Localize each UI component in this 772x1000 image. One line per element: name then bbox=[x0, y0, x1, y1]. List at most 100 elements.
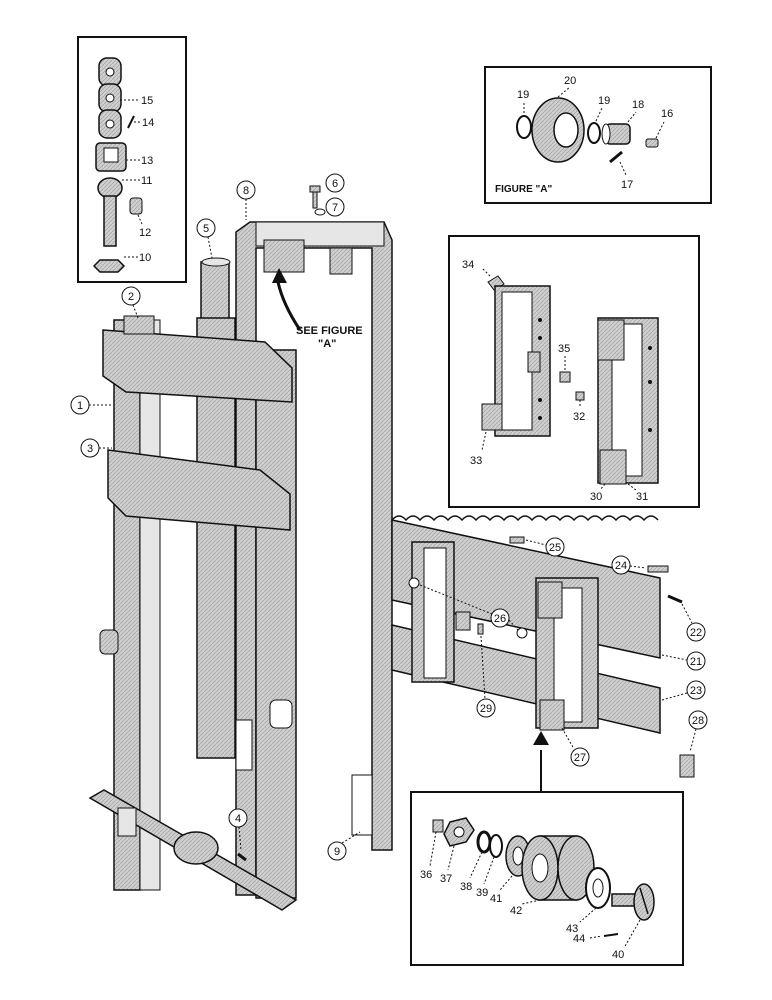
callout-29: 29 bbox=[480, 703, 492, 715]
callout-32: 32 bbox=[573, 411, 585, 423]
carriage-bracket-left bbox=[411, 541, 471, 683]
callout-34: 34 bbox=[462, 259, 474, 271]
callout-6: 6 bbox=[332, 178, 338, 190]
callout-circle-5 bbox=[196, 218, 216, 238]
see-figure-arrowhead bbox=[272, 268, 287, 283]
callout-20: 20 bbox=[564, 75, 576, 87]
nut-part-35 bbox=[559, 371, 571, 383]
roll-pin-part-44 bbox=[603, 933, 619, 937]
callout-44: 44 bbox=[573, 933, 585, 945]
callout-circle-22 bbox=[686, 622, 706, 642]
chain-clevis-part bbox=[95, 142, 127, 172]
grease-fitting-part-36 bbox=[432, 819, 444, 833]
callout-25: 25 bbox=[549, 542, 561, 554]
callout-circle-26 bbox=[490, 608, 510, 628]
washer-part-19a bbox=[516, 115, 532, 139]
lock-washer-part-38 bbox=[476, 830, 492, 854]
bushing-part-18 bbox=[601, 123, 631, 145]
figure-a-frame bbox=[484, 66, 712, 204]
lower-crossmember-part bbox=[107, 449, 291, 531]
callout-41: 41 bbox=[490, 893, 502, 905]
washer-part-7 bbox=[314, 208, 326, 216]
roller-inset: 36 37 38 39 41 42 43 44 40 bbox=[410, 791, 684, 966]
clip-part-28 bbox=[679, 754, 695, 778]
thrust-washer-part-43 bbox=[585, 867, 611, 909]
bolt-part-24 bbox=[647, 565, 669, 573]
callout-42: 42 bbox=[510, 905, 522, 917]
callout-circle-21 bbox=[686, 651, 706, 671]
callout-38: 38 bbox=[460, 881, 472, 893]
callout-3: 3 bbox=[87, 443, 93, 455]
callout-14: 14 bbox=[142, 117, 154, 129]
callout-circle-2 bbox=[121, 286, 141, 306]
callout-9: 9 bbox=[334, 846, 340, 858]
carriage-assembly: 25 24 26 22 21 23 29 28 27 bbox=[391, 515, 708, 792]
bracket-inset: 34 35 32 33 30 31 bbox=[448, 235, 700, 508]
callout-4: 4 bbox=[235, 813, 241, 825]
figure-a-inset: FIGURE "A" 19 20 19 18 16 17 bbox=[484, 66, 712, 204]
spacer-part bbox=[129, 197, 143, 215]
callout-43: 43 bbox=[566, 923, 578, 935]
callout-22: 22 bbox=[690, 627, 702, 639]
anchor-bolt-part bbox=[97, 177, 123, 247]
roller-part-42 bbox=[521, 835, 595, 901]
callout-23: 23 bbox=[690, 685, 702, 697]
pin-part-4 bbox=[237, 852, 247, 862]
upper-crossmember-part bbox=[102, 315, 293, 403]
grease-fitting-part-16 bbox=[645, 138, 659, 148]
callout-28: 28 bbox=[692, 715, 704, 727]
roller-part-20 bbox=[531, 97, 585, 163]
callout-2: 2 bbox=[128, 291, 134, 303]
callout-circle-27 bbox=[570, 747, 590, 767]
callout-circle-23 bbox=[686, 680, 706, 700]
callout-circle-25 bbox=[545, 537, 565, 557]
washer-part-39 bbox=[489, 834, 503, 858]
callout-18: 18 bbox=[632, 99, 644, 111]
washer-part-19b bbox=[587, 122, 601, 144]
callout-circle-7 bbox=[325, 197, 345, 217]
see-figure-line2: "A" bbox=[318, 338, 336, 350]
bracket-right-part bbox=[597, 317, 659, 485]
pin-part-29 bbox=[477, 623, 484, 635]
callout-7: 7 bbox=[332, 202, 338, 214]
bracket-inset-frame bbox=[448, 235, 700, 508]
nut-part-26 bbox=[408, 577, 528, 639]
bracket-left-part bbox=[481, 275, 551, 437]
pin-part-22 bbox=[667, 594, 683, 604]
hex-nut-part-37 bbox=[443, 817, 475, 847]
callout-19a: 19 bbox=[517, 89, 529, 101]
callout-1: 1 bbox=[77, 400, 83, 412]
callout-24: 24 bbox=[615, 560, 627, 572]
axle-bolt-part-40 bbox=[611, 883, 655, 921]
callout-16: 16 bbox=[661, 108, 673, 120]
callout-31: 31 bbox=[636, 491, 648, 503]
callout-circle-9 bbox=[327, 841, 347, 861]
inner-upright-part bbox=[99, 319, 297, 899]
bolt-part-25 bbox=[509, 536, 525, 544]
callout-26: 26 bbox=[494, 613, 506, 625]
callout-37: 37 bbox=[440, 873, 452, 885]
callout-19b: 19 bbox=[598, 95, 610, 107]
callout-12: 12 bbox=[139, 227, 151, 239]
see-figure-line1: SEE FIGURE bbox=[296, 325, 363, 337]
carriage-bracket-right bbox=[535, 577, 599, 731]
callout-13: 13 bbox=[141, 155, 153, 167]
callout-40: 40 bbox=[612, 949, 624, 961]
figure-a-title: FIGURE "A" bbox=[495, 184, 553, 195]
chain-anchor-inset: 15 14 13 11 12 10 bbox=[77, 36, 187, 283]
callout-circle-29 bbox=[476, 698, 496, 718]
cotter-pin-part bbox=[127, 115, 135, 129]
callout-35: 35 bbox=[558, 343, 570, 355]
callout-5: 5 bbox=[203, 223, 209, 235]
outer-upright-part bbox=[235, 221, 393, 896]
callout-30: 30 bbox=[590, 491, 602, 503]
callout-36: 36 bbox=[420, 869, 432, 881]
mast-assembly: SEE FIGURE "A" 8 6 7 5 2 1 3 4 9 bbox=[70, 173, 393, 911]
tilt-tube-part bbox=[88, 789, 298, 911]
callout-circle-6 bbox=[325, 173, 345, 193]
callout-15: 15 bbox=[141, 95, 153, 107]
chain-inset-frame bbox=[77, 36, 187, 283]
callout-33: 33 bbox=[470, 455, 482, 467]
chain-link-part bbox=[98, 57, 122, 139]
